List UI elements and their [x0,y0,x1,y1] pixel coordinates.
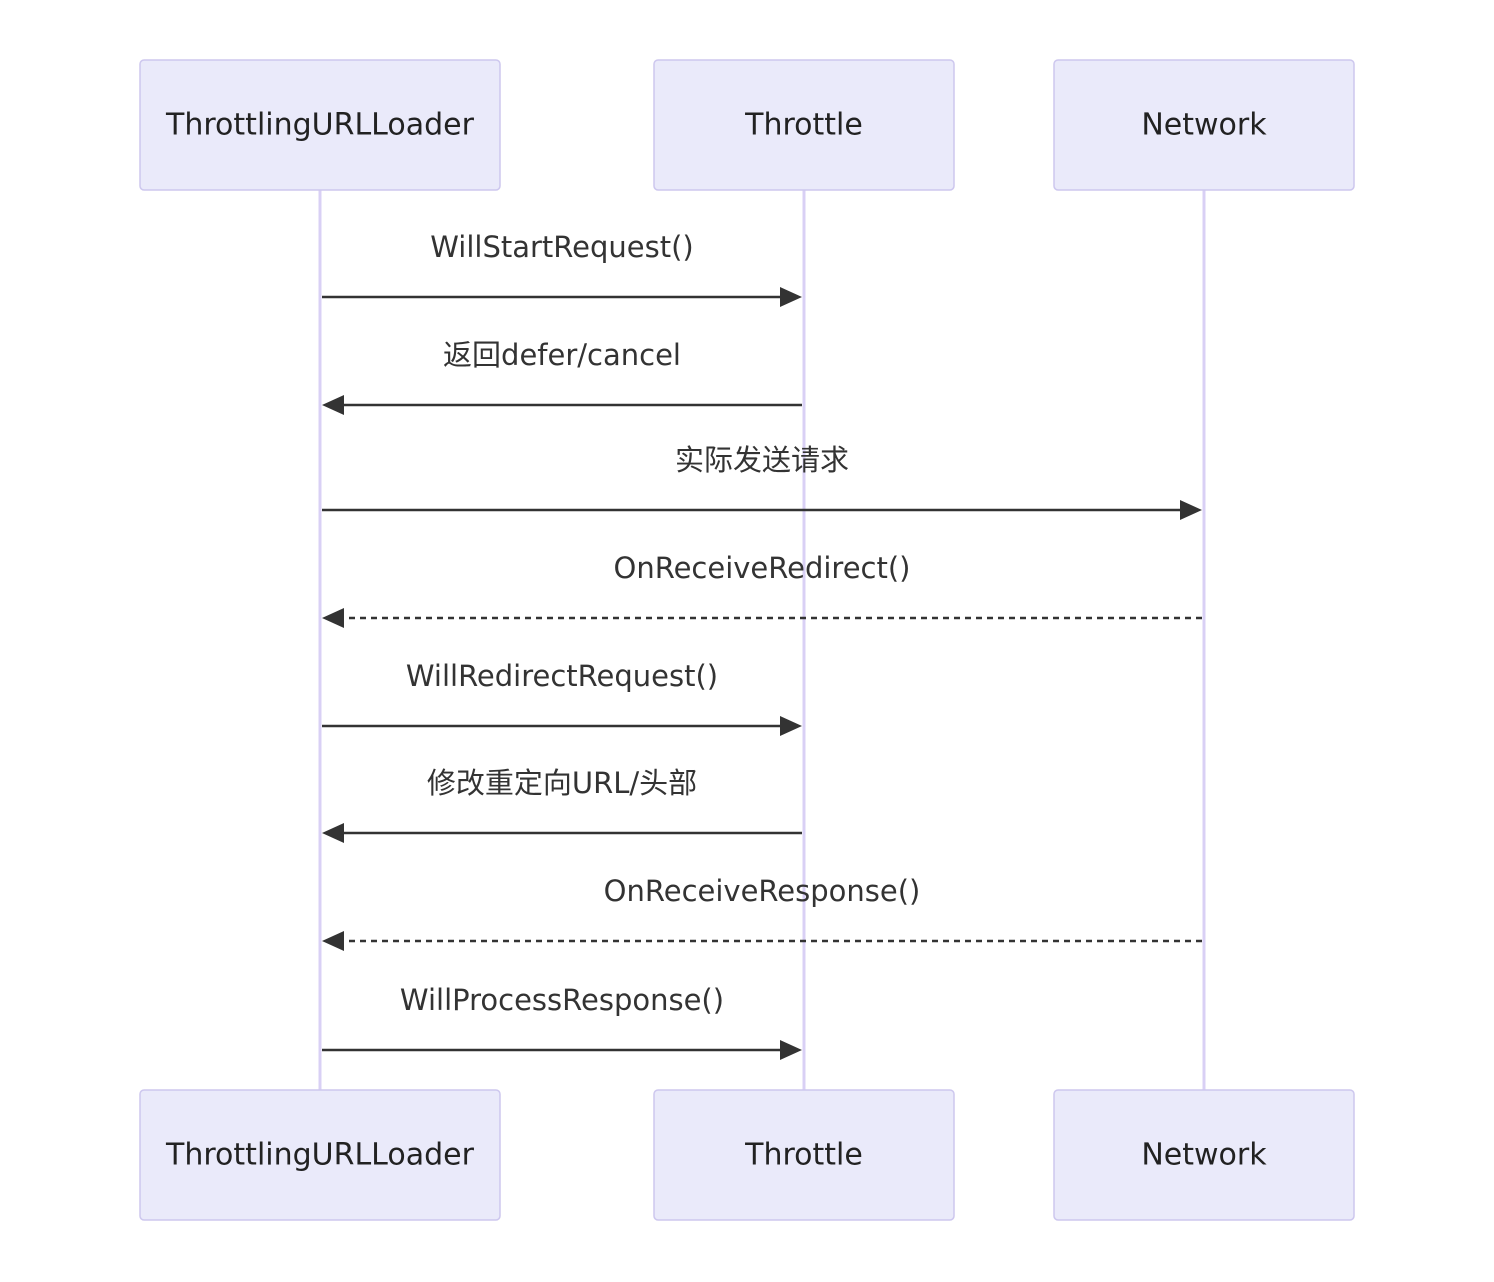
arrowhead [322,395,344,415]
arrowhead [1180,500,1202,520]
actor-box [139,1089,501,1221]
actor-label: Throttle [744,108,863,143]
actor-bottom-throttle: Throttle [653,1089,955,1221]
actor-label: Network [1141,108,1267,143]
actor-bottom-loader: ThrottlingURLLoader [139,1089,501,1221]
actor-box [653,59,955,191]
message-5: WillRedirectRequest() [322,659,802,736]
arrowhead [322,608,344,628]
actor-label: Throttle [744,1138,863,1173]
arrowhead [780,287,802,307]
arrowhead [780,1040,802,1060]
actors-bottom: ThrottlingURLLoader Throttle Network [139,1089,1355,1221]
actors-top: ThrottlingURLLoader Throttle Network [139,59,1355,191]
actor-box [139,59,501,191]
actor-bottom-network: Network [1053,1089,1355,1221]
message-label: WillStartRequest() [430,230,693,264]
arrowhead [322,931,344,951]
actor-label: Network [1141,1138,1267,1173]
message-label: OnReceiveRedirect() [614,551,911,585]
messages: WillStartRequest() 返回defer/cancel 实际发送请求 On… [322,230,1202,1060]
arrowhead [322,823,344,843]
message-label: 修改重定向URL/头部 [427,766,697,800]
message-label: 实际发送请求 [675,443,849,477]
message-7: OnReceiveResponse() [322,874,1202,951]
message-8: WillProcessResponse() [322,983,802,1060]
actor-top-loader: ThrottlingURLLoader [139,59,501,191]
message-1: WillStartRequest() [322,230,802,307]
message-label: OnReceiveResponse() [604,874,921,908]
message-label: 返回defer/cancel [443,338,681,372]
actor-box [653,1089,955,1221]
message-6: 修改重定向URL/头部 [322,766,802,843]
actor-top-network: Network [1053,59,1355,191]
actor-label: ThrottlingURLLoader [165,1138,475,1173]
message-2: 返回defer/cancel [322,338,802,415]
actor-box [1053,59,1355,191]
actor-label: ThrottlingURLLoader [165,108,475,143]
message-3: 实际发送请求 [322,443,1202,520]
message-label: WillProcessResponse() [400,983,724,1017]
message-label: WillRedirectRequest() [406,659,718,693]
actor-box [1053,1089,1355,1221]
actor-top-throttle: Throttle [653,59,955,191]
lifelines [318,190,1206,1090]
arrowhead [780,716,802,736]
message-4: OnReceiveRedirect() [322,551,1202,628]
